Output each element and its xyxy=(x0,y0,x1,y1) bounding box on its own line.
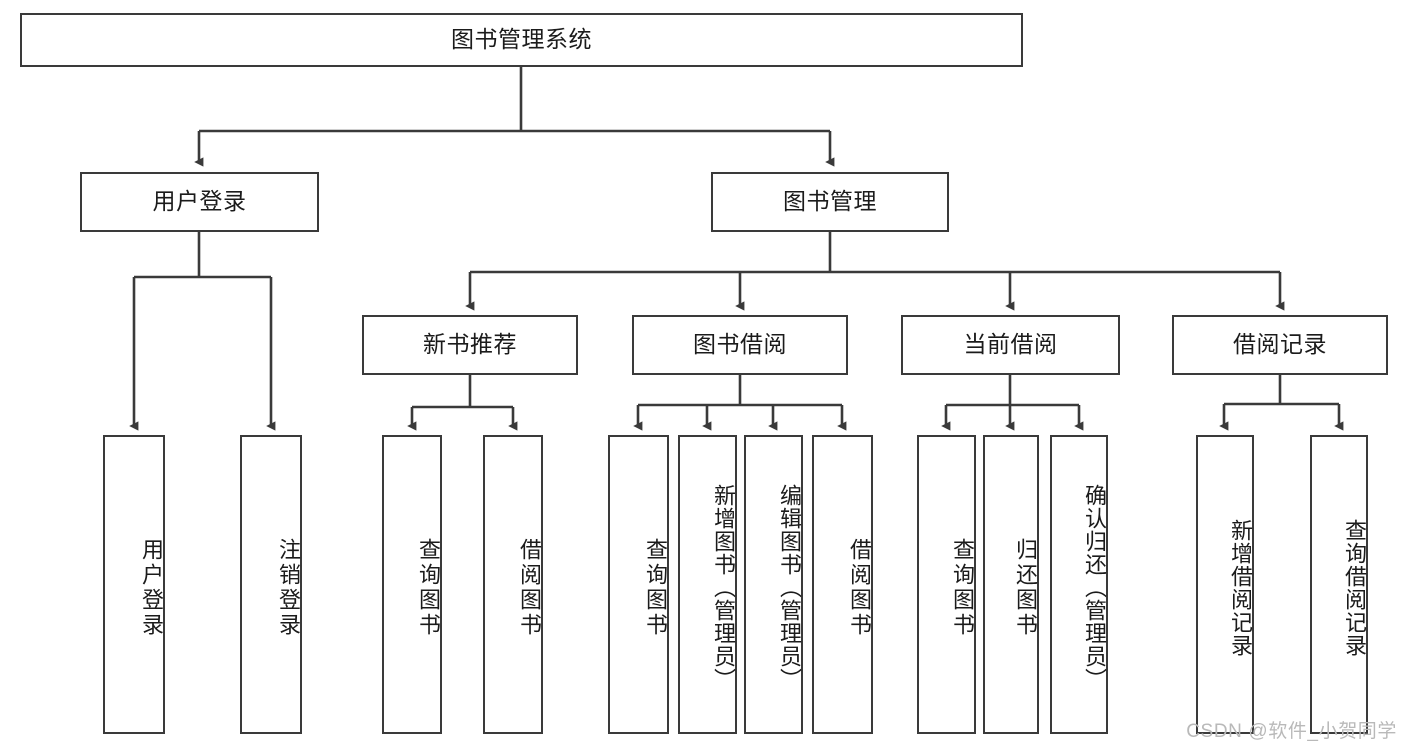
leaf-current-borrow-query[interactable]: 查询图书 xyxy=(917,435,976,734)
leaf-book-borrow-edit-admin[interactable]: 编辑图书（管理员） xyxy=(744,435,803,734)
node-root-system[interactable]: 图书管理系统 xyxy=(20,13,1023,67)
node-user-login[interactable]: 用户登录 xyxy=(80,172,319,232)
csdn-watermark: CSDN @软件_小贺同学 xyxy=(1186,721,1397,742)
node-borrow-record[interactable]: 借阅记录 xyxy=(1172,315,1388,375)
leaf-user-login-logout[interactable]: 注销登录 xyxy=(240,435,302,734)
leaf-new-book-query[interactable]: 查询图书 xyxy=(382,435,442,734)
leaf-book-borrow-add-admin[interactable]: 新增图书（管理员） xyxy=(678,435,737,734)
leaf-book-borrow-borrow[interactable]: 借阅图书 xyxy=(812,435,873,734)
node-current-borrow[interactable]: 当前借阅 xyxy=(901,315,1120,375)
node-new-book-recommend[interactable]: 新书推荐 xyxy=(362,315,578,375)
leaf-current-borrow-return[interactable]: 归还图书 xyxy=(983,435,1039,734)
node-book-management[interactable]: 图书管理 xyxy=(711,172,949,232)
leaf-book-borrow-query[interactable]: 查询图书 xyxy=(608,435,669,734)
leaf-user-login-login[interactable]: 用户登录 xyxy=(103,435,165,734)
leaf-current-borrow-confirm-admin[interactable]: 确认归还（管理员） xyxy=(1050,435,1108,734)
leaf-new-book-borrow[interactable]: 借阅图书 xyxy=(483,435,543,734)
leaf-borrow-record-add[interactable]: 新增借阅记录 xyxy=(1196,435,1254,734)
node-book-borrow[interactable]: 图书借阅 xyxy=(632,315,848,375)
leaf-borrow-record-query[interactable]: 查询借阅记录 xyxy=(1310,435,1368,734)
